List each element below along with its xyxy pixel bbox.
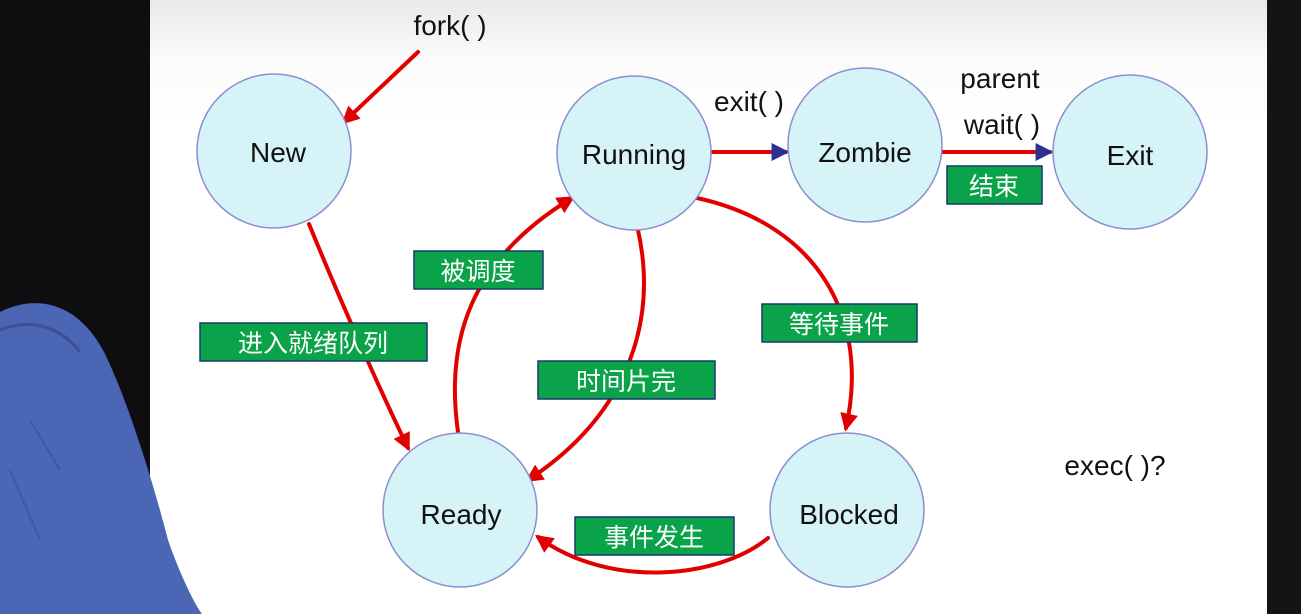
edge-fork-to-new [341,50,420,125]
state-blocked: Blocked [769,432,925,588]
edge-blocked-to-ready [535,534,770,575]
edge-ready-to-running [452,196,576,434]
tag-enter-ready-queue-text: 进入就绪队列 [238,329,388,358]
edge-running-to-blocked [695,196,858,432]
tag-time-slice-done-box [537,360,716,400]
state-running-circle [556,75,712,231]
state-new-circle [196,73,352,229]
state-exit: Exit [1052,74,1208,230]
state-ready-circle [382,432,538,588]
tag-event-occurs-text: 事件发生 [604,523,704,552]
state-running: Running [556,75,712,231]
state-ready-label: Ready [421,499,502,530]
tag-event-occurs-box [574,516,735,556]
tag-end-text: 结束 [969,172,1019,201]
tag-time-slice-done: 时间片完 [537,360,716,400]
tag-time-slice-done-text: 时间片完 [576,367,676,396]
tag-enter-ready-queue: 进入就绪队列 [199,322,428,362]
parent-label: parent [960,63,1040,94]
tag-wait-event-box [761,303,918,343]
presenter-figure [0,303,202,614]
state-zombie-circle [787,67,943,223]
tag-scheduled-text: 被调度 [440,257,515,286]
tag-scheduled: 被调度 [413,250,544,290]
state-running-label: Running [582,139,686,170]
state-zombie: Zombie [787,67,943,223]
tag-event-occurs: 事件发生 [574,516,735,556]
state-blocked-label: Blocked [799,499,899,530]
tag-wait-event: 等待事件 [761,303,918,343]
exit-call-label: exit( ) [714,86,784,117]
tag-end: 结束 [946,165,1043,205]
state-zombie-label: Zombie [818,137,911,168]
edge-running-to-ready [524,228,646,482]
state-new: New [196,73,352,229]
state-ready: Ready [382,432,538,588]
right-edge-strip [1267,0,1301,614]
tag-enter-ready-queue-box [199,322,428,362]
exec-call-label: exec( )? [1064,450,1165,481]
wait-call-label: wait( ) [963,109,1040,140]
tag-end-box [946,165,1043,205]
state-blocked-circle [769,432,925,588]
state-exit-label: Exit [1107,140,1154,171]
fork-call-label: fork( ) [413,10,486,41]
state-exit-circle [1052,74,1208,230]
state-new-label: New [250,137,307,168]
tag-wait-event-text: 等待事件 [789,310,889,339]
tag-scheduled-box [413,250,544,290]
